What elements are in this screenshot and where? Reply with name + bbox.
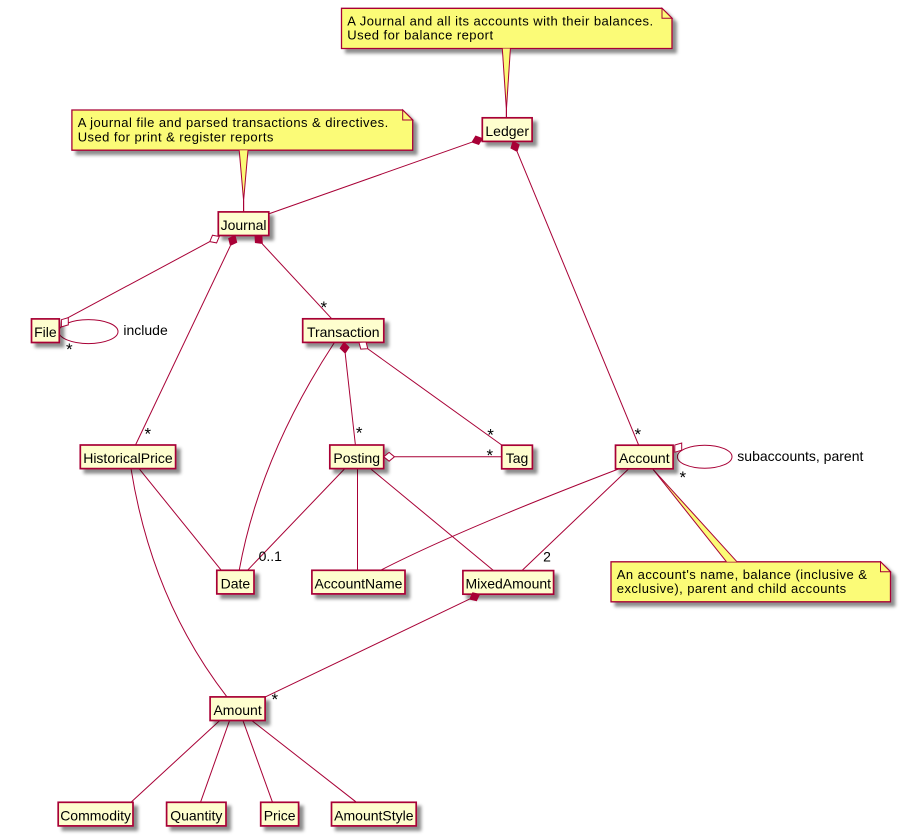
svg-text:Amount: Amount [213,702,261,718]
svg-text:Posting: Posting [333,450,380,466]
svg-text:MixedAmount: MixedAmount [465,576,551,592]
svg-text:*: * [321,298,328,317]
svg-text:Commodity: Commodity [60,807,131,823]
svg-text:AccountName: AccountName [314,575,402,591]
svg-text:A journal file and parsed tran: A journal file and parsed transactions &… [78,115,389,130]
svg-text:An account's name, balance (in: An account's name, balance (inclusive & [617,567,868,582]
svg-text:Journal: Journal [221,217,267,233]
svg-text:Transaction: Transaction [307,324,380,340]
svg-text:Used for print & register repo: Used for print & register reports [78,129,274,144]
svg-text:*: * [145,425,152,444]
svg-text:*: * [487,426,494,445]
svg-text:Used for balance report: Used for balance report [347,28,493,43]
svg-text:2: 2 [543,549,551,565]
svg-text:Date: Date [221,575,251,591]
svg-text:Price: Price [264,807,296,823]
svg-text:*: * [66,340,73,359]
svg-text:*: * [272,690,279,709]
svg-text:exclusive), parent and child a: exclusive), parent and child accounts [617,581,847,596]
svg-text:*: * [487,446,494,465]
svg-text:Account: Account [619,450,670,466]
svg-text:Tag: Tag [506,450,529,466]
svg-text:HistoricalPrice: HistoricalPrice [83,450,173,466]
svg-text:File: File [34,324,57,340]
svg-text:A Journal and all its accounts: A Journal and all its accounts with thei… [347,14,653,29]
svg-text:subaccounts, parent: subaccounts, parent [737,448,863,464]
svg-text:*: * [680,468,687,487]
svg-text:*: * [356,424,363,443]
svg-text:include: include [123,322,168,338]
svg-text:AmountStyle: AmountStyle [334,807,414,823]
svg-text:Ledger: Ledger [485,123,529,139]
svg-text:*: * [635,425,642,444]
svg-text:0..1: 0..1 [259,548,283,564]
svg-text:Quantity: Quantity [170,807,222,823]
